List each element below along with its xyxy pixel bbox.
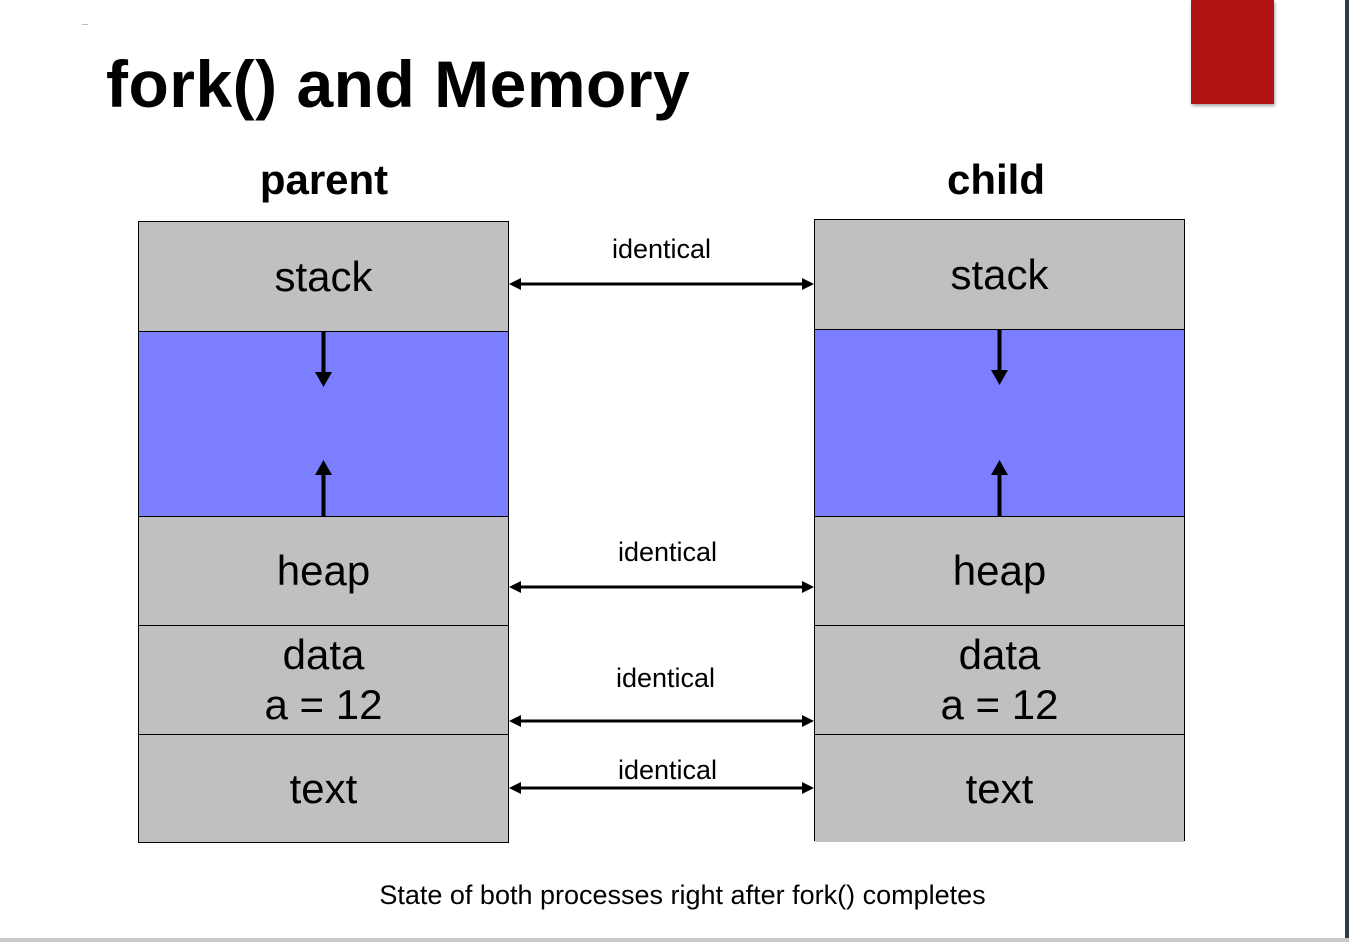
double-arrow-icon	[509, 278, 814, 290]
parent-free-region	[139, 331, 508, 517]
heap-connector: identical	[509, 537, 814, 597]
arrow-down-icon	[315, 372, 332, 387]
slide-title: fork() and Memory	[106, 47, 691, 121]
text-connector-label: identical	[617, 755, 718, 785]
text-connector: identical	[509, 755, 814, 798]
arrow-up-icon	[991, 460, 1008, 475]
child-data-segment: data a = 12	[815, 625, 1184, 734]
data-connector: identical	[509, 663, 814, 731]
heap-connector-label: identical	[617, 537, 718, 567]
arrow-down-icon	[991, 370, 1008, 385]
child-heap-segment: heap	[815, 516, 1184, 625]
arrow-up-icon	[315, 460, 332, 475]
child-text-segment: text	[815, 734, 1184, 842]
child-memory-column: stack heap data a = 12 text	[814, 219, 1185, 842]
parent-data-value: a = 12	[264, 681, 383, 728]
child-text-label: text	[965, 764, 1034, 812]
child-growth-arrows	[991, 330, 1008, 517]
child-data-value: a = 12	[940, 681, 1059, 728]
corner-mark	[82, 24, 88, 25]
parent-stack-label: stack	[274, 252, 373, 300]
parent-heap-segment: heap	[139, 516, 508, 625]
parent-memory-column: stack heap data a = 12 text	[138, 221, 509, 843]
child-stack-label: stack	[950, 250, 1049, 298]
parent-data-segment: data a = 12	[139, 625, 508, 734]
parent-stack-segment: stack	[139, 222, 508, 331]
child-heap-label: heap	[952, 547, 1047, 594]
child-stack-segment: stack	[815, 220, 1184, 329]
data-connector-label: identical	[615, 663, 716, 693]
parent-label: parent	[259, 156, 389, 203]
parent-growth-arrows	[315, 332, 332, 517]
parent-text-segment: text	[139, 734, 508, 842]
double-arrow-icon	[509, 581, 814, 593]
parent-data-label: data	[282, 631, 365, 678]
child-label: child	[946, 156, 1045, 203]
slide-bottom-edge	[0, 938, 1349, 942]
double-arrow-icon	[509, 715, 814, 727]
double-arrow-icon	[509, 782, 814, 794]
parent-heap-label: heap	[276, 547, 371, 594]
slide-caption: State of both processes right after fork…	[379, 880, 986, 910]
child-free-region	[815, 329, 1184, 517]
accent-block	[1191, 0, 1274, 104]
slide-right-edge	[1345, 0, 1349, 942]
parent-text-label: text	[289, 764, 358, 812]
child-data-label: data	[958, 631, 1041, 678]
stack-connector-label: identical	[611, 234, 712, 264]
stack-connector: identical	[509, 234, 814, 294]
